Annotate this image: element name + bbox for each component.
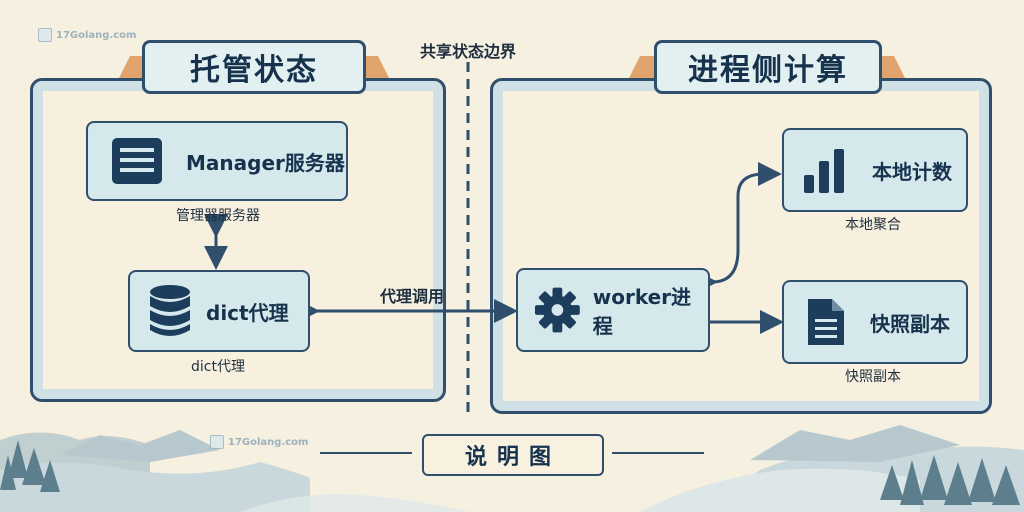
bottom-title-rules (320, 452, 704, 454)
worker-label: worker进程 (592, 285, 692, 338)
document-icon (808, 299, 844, 345)
worker-process-node: worker进程 (516, 268, 710, 352)
gear-icon (534, 287, 580, 333)
left-panel-title: 托管状态 (142, 40, 366, 94)
watermark-text: 17Golang.com (56, 29, 137, 41)
snapshot-node: 快照副本 (782, 280, 968, 364)
bar-chart-icon (804, 149, 844, 193)
bottom-title: 说明图 (422, 434, 604, 476)
watermark-logo: 17Golang.com (38, 28, 136, 42)
right-panel-title: 进程侧计算 (654, 40, 882, 94)
dict-proxy-node: dict代理 (128, 270, 310, 352)
boundary-line (466, 62, 470, 414)
dict-proxy-label: dict代理 (206, 300, 289, 325)
local-count-node: 本地计数 (782, 128, 968, 212)
watermark-text: 17Golang.com (228, 436, 309, 448)
local-count-label: 本地计数 (872, 159, 952, 184)
manager-server-node: Manager服务器 (86, 121, 348, 201)
database-icon (150, 285, 190, 336)
dict-proxy-caption: dict代理 (191, 359, 245, 375)
snapshot-label: 快照副本 (870, 311, 950, 336)
watermark-logo: 17Golang.com (210, 435, 308, 449)
snapshot-caption: 快照副本 (845, 369, 901, 385)
proxy-call-label: 代理调用 (379, 287, 444, 306)
server-icon (112, 138, 162, 184)
boundary-label: 共享状态边界 (419, 42, 516, 61)
manager-label: Manager服务器 (186, 150, 345, 175)
local-count-caption: 本地聚合 (845, 217, 901, 233)
manager-caption: 管理器服务器 (176, 208, 260, 224)
